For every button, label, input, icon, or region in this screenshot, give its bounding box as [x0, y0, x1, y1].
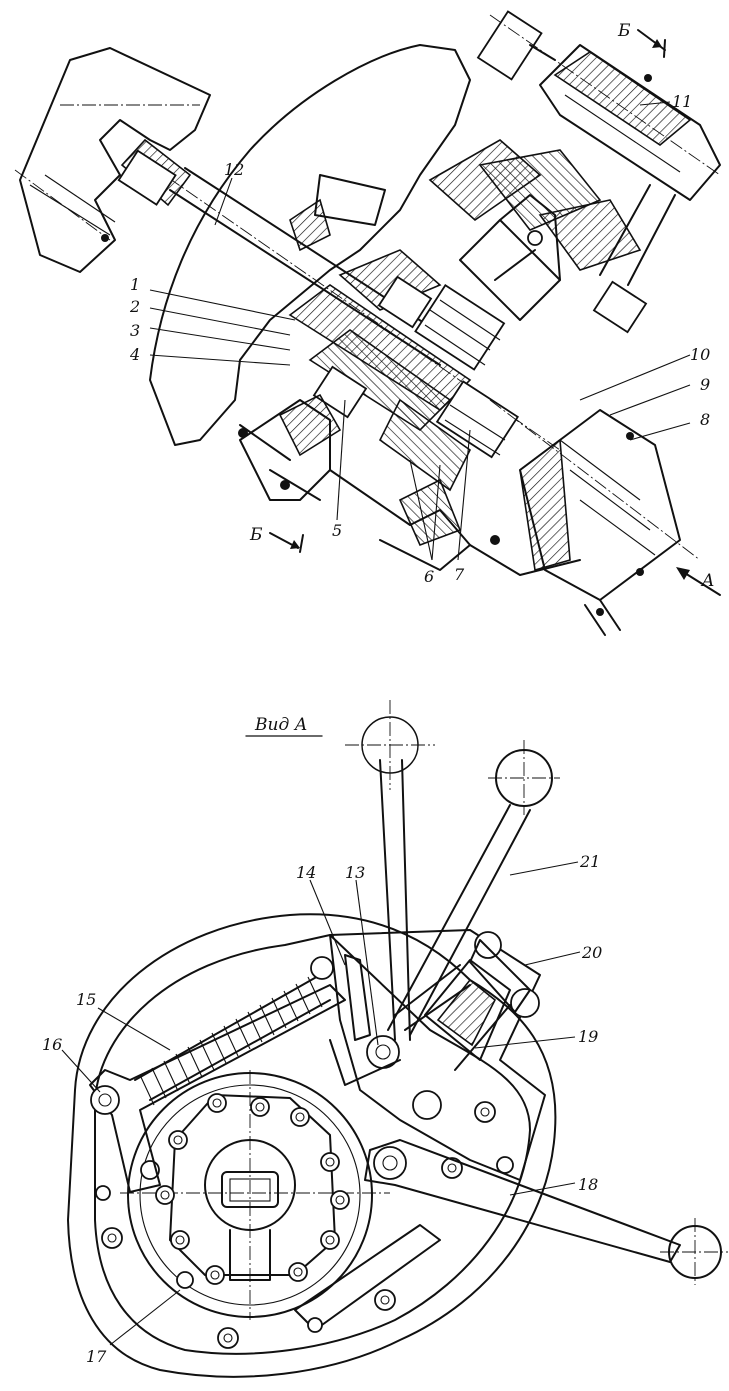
section-mark-bottom: Б: [249, 525, 263, 545]
part-label-21: 21: [579, 852, 600, 871]
part-label-16: 16: [42, 1035, 62, 1054]
part-label-7: 7: [454, 565, 465, 584]
svg-text:Б: Б: [249, 525, 263, 545]
part-label-9: 9: [700, 375, 710, 394]
part-label-19: 19: [578, 1027, 598, 1046]
part-label-11: 11: [672, 92, 692, 111]
part-label-13: 13: [345, 863, 365, 882]
part-label-15: 15: [76, 990, 96, 1009]
part-label-2: 2: [129, 297, 140, 316]
part-label-14: 14: [296, 863, 316, 882]
part-label-3: 3: [130, 321, 140, 340]
part-label-4: 4: [129, 345, 140, 364]
section-mark-top: Б: [617, 21, 631, 41]
part-label-8: 8: [700, 410, 710, 429]
view-a: [61, 700, 728, 1378]
part-label-6: 6: [424, 567, 434, 586]
part-label-20: 20: [581, 943, 602, 962]
part-label-5: 5: [332, 521, 342, 540]
part-label-10: 10: [690, 345, 710, 364]
svg-text:Б: Б: [617, 21, 631, 41]
part-label-17: 17: [86, 1347, 107, 1366]
part-label-1: 1: [130, 275, 140, 294]
view-arrow-label: A: [700, 571, 714, 591]
part-label-18: 18: [578, 1175, 598, 1194]
view-title: Вид А: [254, 715, 308, 735]
sectional-view: [14, 10, 721, 636]
part-label-12: 12: [224, 160, 244, 179]
